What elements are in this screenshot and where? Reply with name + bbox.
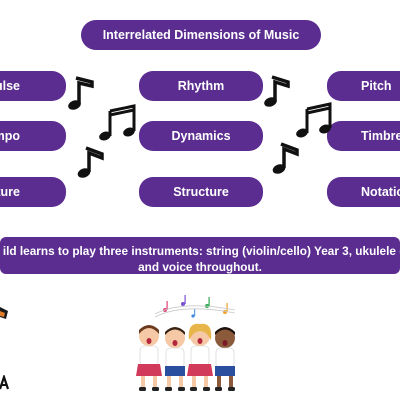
dimension-tempo: Tempo <box>0 121 66 151</box>
music-note-icon <box>77 146 104 178</box>
singing-children-illustration <box>136 295 236 391</box>
instruments-banner <box>0 237 400 274</box>
music-note-icon <box>68 76 94 110</box>
dimension-timbre: Timbre <box>327 121 400 151</box>
music-note-icon <box>264 75 290 107</box>
music-note-icon <box>272 142 299 174</box>
dimension-texture: Texture <box>0 177 66 207</box>
instrument-fragment-icon <box>0 307 8 319</box>
music-note-icon <box>99 104 136 141</box>
banner-text-line-2: and voice throughout. <box>138 260 262 274</box>
banner-text-line-1: ild learns to play three instruments: st… <box>2 244 400 258</box>
page-title: Interrelated Dimensions of Music <box>81 20 321 50</box>
instrument-fragment-icon <box>0 375 10 390</box>
dimension-notation: Notation <box>327 177 400 207</box>
dimension-structure: Structure <box>139 177 263 207</box>
dimension-rhythm: Rhythm <box>139 71 263 101</box>
dimension-dynamics: Dynamics <box>139 121 263 151</box>
dimension-pitch: Pitch <box>327 71 400 101</box>
music-note-icon <box>296 102 332 138</box>
dimension-pulse: Pulse <box>0 71 66 101</box>
